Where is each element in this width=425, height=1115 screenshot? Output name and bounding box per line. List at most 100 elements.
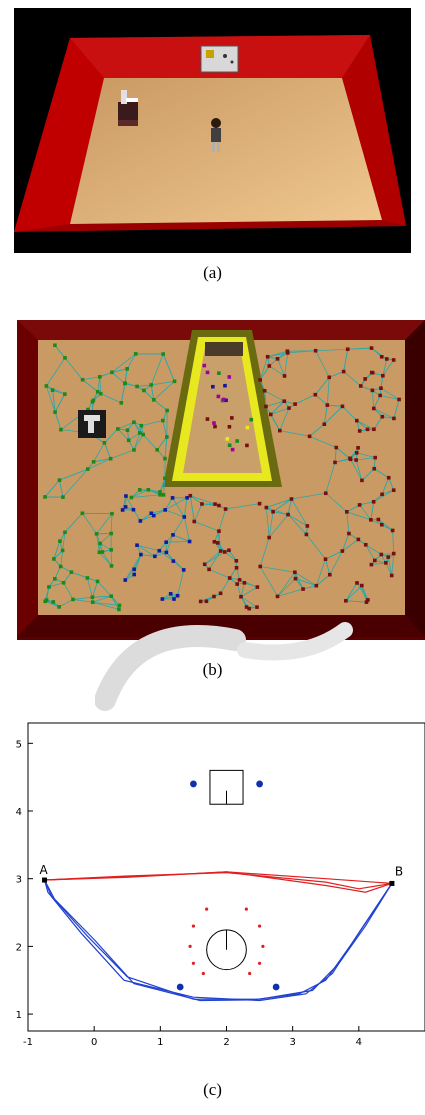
roadmap-edge	[96, 513, 113, 535]
roadmap-edge	[153, 399, 168, 411]
roadmap-node	[364, 600, 369, 604]
roadmap-edge	[270, 400, 285, 415]
roadmap-edge	[265, 400, 285, 407]
roadmap-node	[153, 554, 157, 559]
roadmap-node	[379, 386, 383, 390]
roadmap-node	[268, 412, 273, 417]
red-marker-dot	[257, 924, 262, 928]
roadmap-node	[282, 374, 287, 378]
roadmap-node	[357, 503, 362, 507]
roadmap-edge	[315, 348, 348, 352]
roadmap-node	[163, 508, 167, 512]
roadmap-node	[391, 551, 396, 556]
roadmap-node	[327, 572, 332, 577]
roadmap-node	[218, 591, 223, 596]
roadmap-node	[327, 375, 332, 380]
roadmap-node	[354, 458, 358, 462]
roadmap-node	[354, 418, 359, 423]
roadmap-edge	[266, 507, 289, 515]
y-tick-label: 1	[16, 1010, 22, 1021]
roadmap-node	[205, 370, 210, 375]
roadmap-node	[108, 456, 113, 461]
roadmap-edge	[371, 347, 388, 360]
roadmap-edge	[346, 504, 360, 513]
robot-object	[118, 90, 138, 126]
roadmap-edge	[277, 588, 304, 597]
red-marker-dot	[244, 907, 248, 911]
roadmap-edge	[327, 404, 343, 407]
roadmap-edge	[99, 543, 112, 551]
roadmap-node	[340, 404, 345, 409]
roadmap-node	[314, 583, 319, 588]
roadmap-node	[125, 428, 130, 432]
roadmap-edge	[164, 497, 173, 511]
roadmap-edge	[268, 514, 289, 538]
roadmap-edge	[190, 495, 216, 505]
roadmap-edge	[270, 407, 290, 415]
roadmap-node	[304, 532, 309, 537]
roadmap-edge	[92, 595, 112, 598]
roadmap-node	[267, 364, 272, 368]
roadmap-edge	[82, 513, 97, 535]
roadmap-edge	[122, 495, 127, 511]
roadmap-edge	[388, 477, 395, 491]
roadmap-edge	[326, 377, 330, 406]
roadmap-node	[307, 434, 312, 439]
roadmap-node	[44, 384, 49, 388]
roadmap-edge	[99, 552, 112, 567]
roadmap-node	[355, 581, 359, 585]
roadmap-edge	[58, 599, 74, 608]
roadmap-node	[211, 384, 215, 389]
roadmap-edge	[380, 375, 384, 389]
roadmap-edge	[87, 577, 93, 598]
robot-object	[78, 410, 106, 438]
red-marker-dot	[188, 944, 192, 948]
roadmap-node	[389, 573, 394, 578]
roadmap-node	[110, 370, 114, 375]
roadmap-edge	[370, 501, 375, 520]
roadmap-edge	[92, 581, 98, 598]
roadmap-edge	[159, 550, 174, 562]
roadmap-node	[224, 398, 228, 403]
roadmap-node	[129, 495, 134, 500]
roadmap-node	[323, 491, 328, 496]
roadmap-edge	[356, 420, 375, 430]
roadmap-node	[384, 357, 389, 361]
roadmap-edge	[183, 497, 188, 518]
roadmap-edge	[53, 541, 61, 560]
roadmap-node	[212, 421, 216, 425]
roadmap-node	[90, 399, 95, 404]
roadmap-node	[258, 378, 262, 382]
roadmap-edge	[154, 552, 167, 557]
caption-c: (c)	[203, 1080, 222, 1099]
roadmap-edge	[260, 566, 295, 573]
roadmap-node	[275, 357, 280, 361]
roadmap-node	[132, 567, 136, 572]
roadmap-node	[161, 418, 165, 423]
roadmap-edge	[291, 492, 326, 500]
roadmap-edge	[284, 400, 296, 405]
roadmap-edge	[165, 509, 185, 518]
roadmap-node	[293, 576, 298, 581]
roadmap-edge	[240, 582, 245, 597]
roadmap-edge	[240, 586, 258, 598]
roadmap-edge	[345, 600, 367, 603]
roadmap-node	[380, 414, 385, 419]
x-tick-label: 1	[157, 1037, 163, 1048]
roadmap-edge	[279, 430, 310, 437]
roadmap-node	[369, 562, 374, 567]
roadmap-edge	[110, 595, 120, 610]
roadmap-edge	[309, 423, 325, 437]
roadmap-edge	[59, 468, 88, 481]
roadmap-edge	[382, 359, 394, 376]
roadmap-node	[217, 529, 221, 533]
roadmap-edge	[315, 350, 330, 378]
blue-trajectory-line	[43, 879, 393, 1002]
roadmap-edge	[220, 577, 231, 594]
roadmap-node	[165, 435, 169, 439]
roadmap-node	[59, 427, 63, 432]
roadmap-node	[222, 550, 227, 554]
roadmap-node	[44, 598, 49, 602]
roadmap-node	[53, 410, 57, 414]
roadmap-node	[117, 603, 122, 608]
